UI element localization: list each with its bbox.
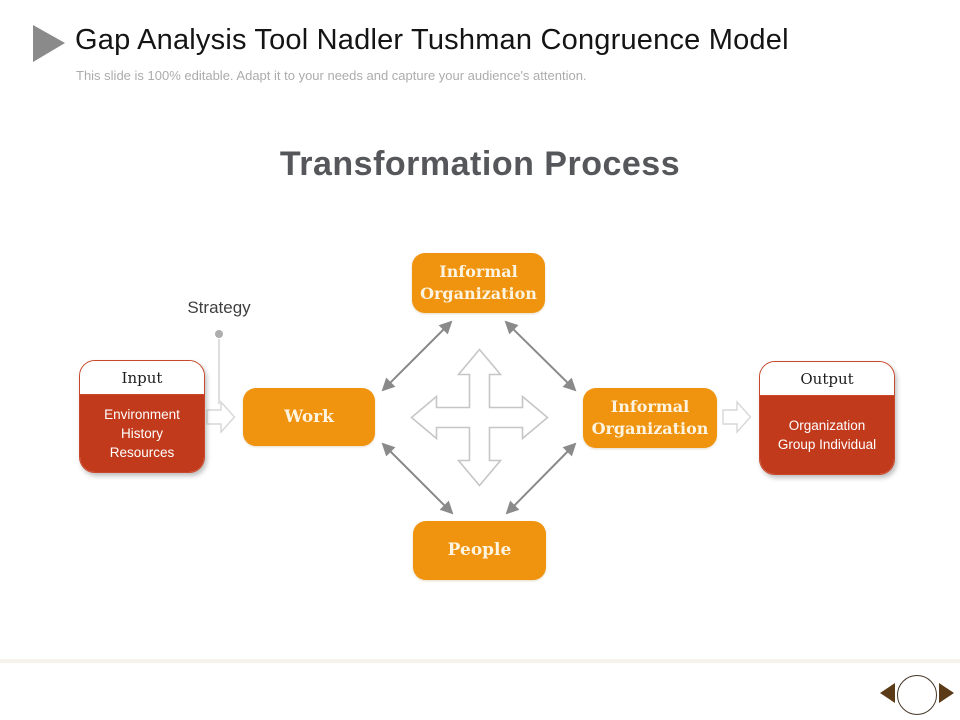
output-box: Output Organization Group Individual (759, 361, 895, 475)
page-subtitle: This slide is 100% editable. Adapt it to… (76, 68, 587, 83)
node-informal-organization-right: Informal Organization (583, 388, 717, 448)
nav-next-button[interactable] (939, 683, 954, 703)
diagram-title: Transformation Process (279, 145, 681, 183)
input-box-title: Input (80, 361, 204, 394)
nav-circle-button[interactable] (897, 675, 937, 715)
page-title: Gap Analysis Tool Nadler Tushman Congrue… (75, 24, 789, 56)
output-box-title: Output (760, 362, 894, 395)
node-work: Work (243, 388, 375, 446)
double-headed-arrow-top-right-icon (504, 320, 577, 392)
output-box-items: Organization Group Individual (760, 395, 894, 474)
double-headed-arrow-bottom-left-icon (381, 442, 454, 515)
input-box: Input Environment History Resources (79, 360, 205, 473)
strategy-dot-icon (215, 330, 223, 338)
input-flow-block-arrow-icon (206, 400, 236, 434)
node-informal-organization-top: Informal Organization (412, 253, 545, 313)
strategy-label: Strategy (187, 298, 251, 317)
output-flow-block-arrow-icon (722, 400, 752, 434)
nav-previous-button[interactable] (880, 683, 895, 703)
double-headed-arrow-top-left-icon (381, 320, 453, 392)
four-way-move-arrow-icon (410, 348, 549, 487)
header-play-triangle-icon (33, 25, 65, 62)
double-headed-arrow-bottom-right-icon (505, 442, 577, 515)
node-people: People (413, 521, 546, 580)
input-box-items: Environment History Resources (80, 394, 204, 472)
footer-divider (0, 659, 960, 663)
